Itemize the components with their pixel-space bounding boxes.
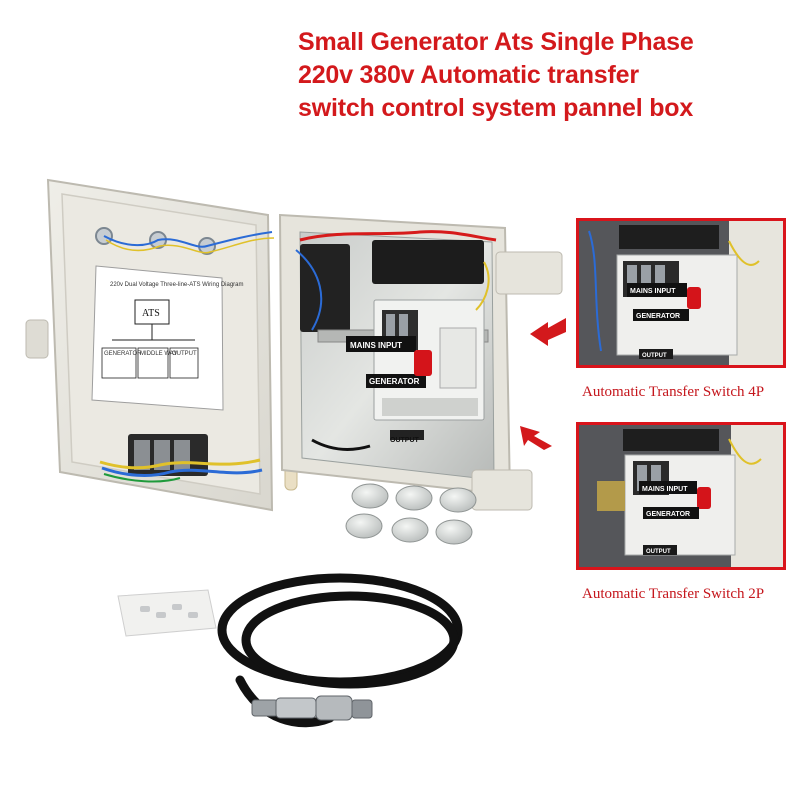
aviation-connector (251, 695, 373, 721)
inset-2p-mains: MAINS INPUT (642, 486, 688, 493)
coiled-cable (217, 573, 463, 728)
diagram-ats-label: ATS (142, 308, 160, 319)
inset-4p-gen: GENERATOR (636, 313, 680, 320)
label-generator: GENERATOR (369, 377, 420, 386)
title-line-3: switch control system pannel box (298, 94, 694, 122)
arrow-left-icon (520, 426, 552, 450)
title-line-1: Small Generator Ats Single Phase (298, 28, 694, 56)
diagram-col-3: OUTPUT (172, 351, 197, 357)
product-title: Small Generator Ats Single Phase 220v 38… (298, 26, 788, 125)
cable-glands (345, 483, 477, 545)
enclosure-lid: 220v Dual Voltage Three-line-ATS Wiring … (25, 178, 298, 512)
enclosure-body: MAINS INPUT GENERATOR OUTPUT (278, 213, 563, 545)
caption-2p: Automatic Transfer Switch 2P (582, 586, 765, 602)
inset-2p-out: OUTPUT (646, 549, 671, 555)
caption-4p: Automatic Transfer Switch 4P (582, 384, 765, 400)
indicator-lamps (95, 227, 275, 255)
diagram-heading: 220v Dual Voltage Three-line-ATS Wiring … (110, 282, 244, 288)
inset-2p-gen: GENERATOR (646, 511, 690, 518)
arrow-left-icon (530, 318, 566, 346)
inset-2p-photo: MAINS INPUT GENERATOR OUTPUT (576, 422, 786, 570)
accessory-bag (117, 589, 217, 637)
ats-module: MAINS INPUT GENERATOR OUTPUT (346, 299, 485, 444)
inset-4p-photo: MAINS INPUT GENERATOR OUTPUT (576, 218, 786, 368)
diagram-col-2: MIDDLE WAY (140, 351, 177, 357)
diagram-col-1: GENERATOR (104, 351, 142, 357)
title-line-2: 220v 380v Automatic transfer (298, 61, 639, 89)
inset-4p-out: OUTPUT (642, 353, 667, 359)
wiring-diagram-sticker: 220v Dual Voltage Three-line-ATS Wiring … (91, 265, 244, 411)
label-mains-input: MAINS INPUT (350, 341, 402, 350)
label-output: OUTPUT (390, 437, 420, 444)
inset-4p-mains: MAINS INPUT (630, 288, 676, 295)
lid-terminal-block (99, 434, 263, 483)
